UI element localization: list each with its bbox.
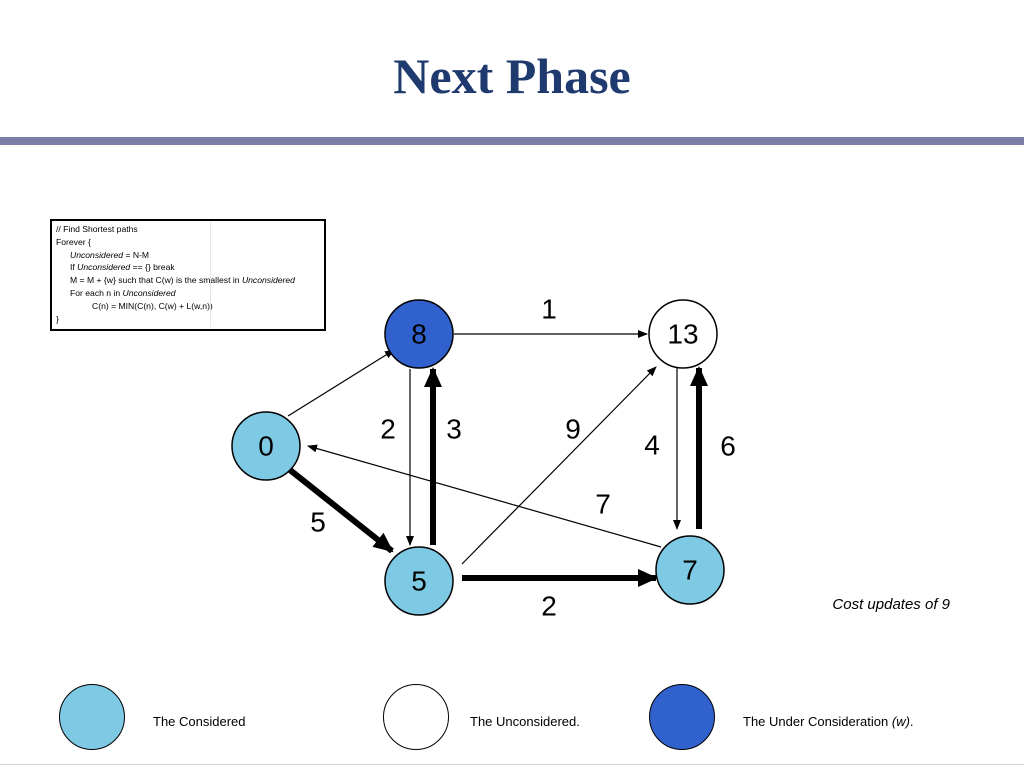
legend-unconsidered-label: The Unconsidered.	[470, 714, 580, 729]
box-divider	[210, 221, 211, 327]
node-cost-label: 0	[258, 431, 274, 462]
edge-n7-to-n0	[307, 444, 662, 548]
node-cost-label: 13	[667, 319, 698, 350]
node-circle	[384, 299, 454, 369]
node-circle	[384, 546, 454, 616]
pseudocode-line-5: M = M + {w} such that C(w) is the smalle…	[70, 275, 295, 286]
edge-weight-n8-to-n5: 2	[380, 414, 396, 445]
node-circle	[231, 411, 301, 481]
edge-n0-to-n5	[288, 467, 394, 554]
node-cost-label: 7	[682, 555, 698, 586]
footer-divider	[0, 764, 1024, 765]
cost-updates-caption: Cost updates of 9	[832, 596, 950, 613]
edge-weight-n0-to-n5: 5	[310, 507, 326, 538]
node-cost-label: 8	[411, 319, 427, 350]
title-divider	[0, 137, 1024, 145]
node-circle	[655, 535, 725, 605]
pseudocode-line-7: C(n) = MIN(C(n), C(w) + L(w,n))	[92, 300, 213, 311]
pseudocode-line-4: If Unconsidered == {} break	[70, 262, 175, 273]
node-cost-label: 5	[411, 566, 427, 597]
legend-unconsidered-swatch	[383, 684, 449, 750]
algorithm-pseudocode-box: // Find Shortest paths Forever { Unconsi…	[50, 219, 326, 331]
legend-considered-label: The Considered	[153, 714, 246, 729]
edge-n5-to-n13	[461, 366, 657, 565]
pseudocode-line-3: Unconsidered = N-M	[70, 249, 150, 260]
legend-considered-swatch	[59, 684, 125, 750]
graph-node-n0: 0	[231, 411, 301, 481]
edge-weight-n7-to-n0: 7	[595, 489, 611, 520]
legend-under-consideration-label: The Under Consideration (w).	[743, 714, 914, 729]
edge-weight-n5-to-n8: 3	[446, 414, 462, 445]
edge-n0-to-n8	[287, 349, 395, 417]
legend-under-consideration-swatch	[649, 684, 715, 750]
slide-title: Next Phase	[393, 48, 631, 104]
edge-weight-n7-to-n13: 6	[720, 431, 736, 462]
node-circle	[648, 299, 718, 369]
edge-weight-n13-to-n7: 4	[644, 430, 660, 461]
edge-weight-n5-to-n13: 9	[565, 414, 581, 445]
pseudocode-line-8: }	[56, 313, 59, 324]
pseudocode-line-1: // Find Shortest paths	[56, 224, 138, 234]
pseudocode-line-2: Forever {	[56, 236, 91, 247]
graph-node-n8: 8	[384, 299, 454, 369]
pseudocode-line-6: For each n in Unconsidered	[70, 287, 176, 298]
edge-weight-n8-to-n13: 1	[541, 294, 557, 325]
edge-weight-n5-to-n7: 2	[541, 591, 557, 622]
graph-node-n5: 5	[384, 546, 454, 616]
graph-node-n7: 7	[655, 535, 725, 605]
graph-node-n13: 13	[648, 299, 718, 369]
